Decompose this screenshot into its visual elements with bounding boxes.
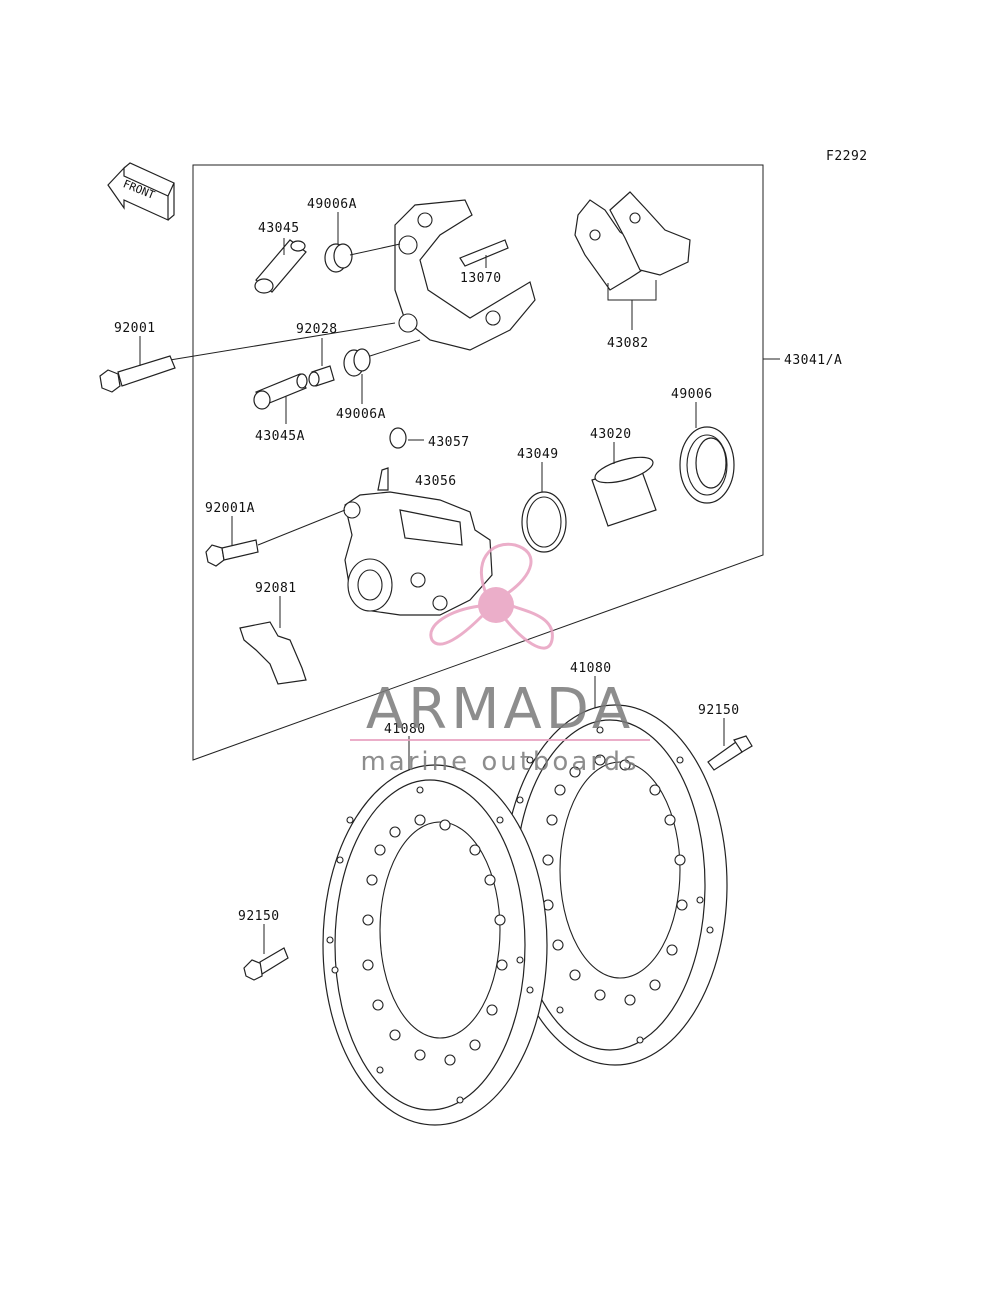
caliper-holder-bracket [394, 199, 536, 351]
caliper-body-43056 [343, 467, 493, 616]
assembly-outline [192, 164, 764, 761]
spring-13070 [459, 239, 509, 267]
label-92028: 92028 [296, 322, 338, 337]
brake-disc-41080-left [322, 764, 548, 1126]
label-92001a: 92001A [205, 501, 255, 516]
brake-disc-41080-right [502, 704, 728, 1066]
bolt-92001a [205, 539, 259, 567]
bleed-cap-43057 [389, 427, 407, 449]
seal-43049 [521, 491, 567, 553]
label-43041a: 43041/A [784, 353, 842, 368]
label-92001: 92001 [114, 321, 156, 336]
boot-49006a-bottom [343, 348, 371, 377]
piston-43020 [591, 456, 657, 527]
label-43082: 43082 [607, 336, 649, 351]
armada-watermark: ARMADA marine outboards [350, 542, 650, 777]
label-41080-left: 41080 [384, 722, 426, 737]
label-43045: 43045 [258, 221, 300, 236]
label-92081: 92081 [255, 581, 297, 596]
label-13070: 13070 [460, 271, 502, 286]
label-92150-left: 92150 [238, 909, 280, 924]
pin-43045 [254, 239, 307, 294]
label-43049: 43049 [517, 447, 559, 462]
watermark-brand: ARMADA [366, 677, 634, 742]
label-41080-right: 41080 [570, 661, 612, 676]
brake-pads-43082 [574, 191, 691, 291]
pin-43045a [253, 373, 308, 410]
label-49006: 49006 [671, 387, 713, 402]
label-49006a-top: 49006A [307, 197, 357, 212]
propeller-logo-icon [429, 542, 554, 650]
diagram-code: F2292 [826, 149, 868, 164]
label-43020: 43020 [590, 427, 632, 442]
dust-seal-49006 [679, 426, 735, 504]
sleeve-92028 [308, 365, 335, 387]
watermark-tagline: marine outboards [360, 747, 639, 777]
bolt-92150-left [243, 947, 289, 981]
clip-92081 [239, 621, 307, 685]
bolt-92150-right [707, 735, 753, 771]
label-43045a: 43045A [255, 429, 305, 444]
label-43056: 43056 [415, 474, 457, 489]
label-92150-right: 92150 [698, 703, 740, 718]
boot-49006a-top [324, 243, 353, 273]
front-arrow-icon: FRONT [107, 162, 175, 221]
label-43057: 43057 [428, 435, 470, 450]
bolt-92001 [99, 355, 176, 393]
label-49006a-bottom: 49006A [336, 407, 386, 422]
